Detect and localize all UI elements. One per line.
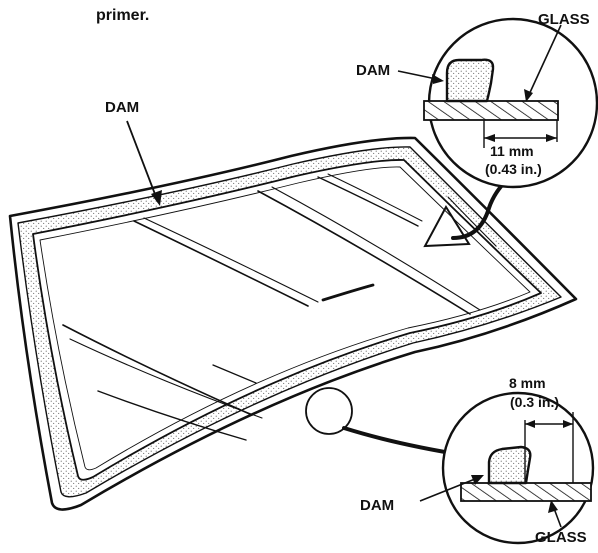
- upper-glass-section: [423, 100, 559, 121]
- upper-dim-in: (0.43 in.): [485, 161, 542, 177]
- dam-label-upper: DAM: [356, 62, 391, 79]
- lower-callout-marker: [305, 387, 465, 457]
- upper-dam-bead: [445, 58, 495, 103]
- dam-label-main: DAM: [105, 99, 140, 116]
- main-dam-leader: [126, 120, 162, 206]
- dam-label-lower: DAM: [360, 497, 395, 514]
- glass-label-lower: GLASS: [535, 529, 587, 546]
- lower-dam-bead: [487, 445, 532, 485]
- glass-inner: [32, 159, 542, 481]
- caption-fragment: primer.: [96, 7, 150, 24]
- lower-dim-mm: 8 mm: [509, 375, 546, 391]
- lower-glass-section: [460, 482, 592, 502]
- lower-detail: [419, 391, 595, 545]
- upper-detail: [397, 17, 598, 189]
- glass-reflections: [62, 173, 497, 441]
- glass-label-upper: GLASS: [538, 11, 590, 28]
- windshield-glass: [8, 136, 578, 511]
- lower-dim-in: (0.3 in.): [510, 394, 560, 410]
- upper-dim-mm: 11 mm: [490, 143, 534, 159]
